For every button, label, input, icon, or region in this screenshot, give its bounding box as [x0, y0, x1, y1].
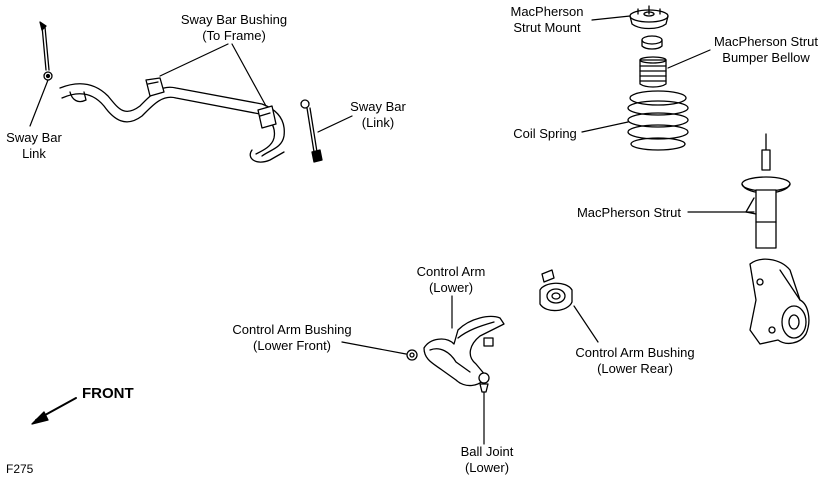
label-macpherson-strut: MacPherson Strut [572, 205, 686, 221]
label-bumper-bellow: MacPherson Strut Bumper Bellow [708, 34, 824, 66]
steering-knuckle [749, 258, 810, 345]
label-line: (Lower Front) [252, 338, 332, 353]
label-line: MacPherson Strut [713, 34, 819, 49]
label-line: Sway Bar [6, 130, 62, 145]
ball-joint [478, 372, 490, 393]
label-sway-bar-bushing: Sway Bar Bushing (To Frame) [176, 12, 292, 44]
label-coil-spring: Coil Spring [508, 126, 582, 142]
front-arrow [31, 397, 77, 425]
macpherson-strut [741, 133, 791, 249]
label-line: (Lower) [464, 460, 510, 475]
label-bushing-rear: Control Arm Bushing (Lower Rear) [568, 345, 702, 377]
label-line: Control Arm Bushing [232, 322, 352, 337]
front-label: FRONT [82, 385, 134, 402]
label-line: (Link) [361, 115, 395, 130]
label-sway-bar-link-left: Sway Bar Link [2, 130, 66, 162]
label-line: Strut Mount [513, 20, 581, 35]
strut-mount [629, 5, 669, 50]
sway-bar-link-right [300, 99, 323, 163]
label-line: Control Arm [416, 264, 486, 279]
label-strut-mount: MacPherson Strut Mount [504, 4, 590, 36]
leader-lines [29, 15, 755, 445]
figure-code: F275 [6, 462, 34, 476]
sway-bar [59, 83, 285, 163]
label-line: Sway Bar Bushing [180, 12, 288, 27]
bushing-front [406, 349, 418, 361]
label-line: Link [22, 146, 46, 161]
sway-bar-link-left [39, 21, 53, 81]
label-control-arm: Control Arm (Lower) [408, 264, 494, 296]
bushing-rear [539, 269, 573, 312]
label-line: Sway Bar [350, 99, 406, 114]
label-ball-joint: Ball Joint (Lower) [450, 444, 524, 476]
coil-spring [627, 90, 689, 151]
sway-bar-bushing-left [145, 77, 165, 97]
label-sway-bar-link-right: Sway Bar (Link) [346, 99, 410, 131]
bumper-bellow [639, 56, 667, 88]
label-line: Control Arm Bushing [575, 345, 695, 360]
label-line: (Lower Rear) [597, 361, 673, 376]
label-line: MacPherson Strut [576, 205, 682, 220]
label-bushing-front: Control Arm Bushing (Lower Front) [226, 322, 358, 354]
label-line: Coil Spring [513, 126, 577, 141]
label-line: Ball Joint [460, 444, 514, 459]
label-line: (Lower) [428, 280, 474, 295]
sway-bar-bushing-right [257, 105, 277, 129]
bushing-small-top [483, 337, 494, 347]
label-line: (To Frame) [202, 28, 266, 43]
label-line: Bumper Bellow [722, 50, 810, 65]
label-line: MacPherson [510, 4, 584, 19]
lower-control-arm [423, 315, 505, 387]
